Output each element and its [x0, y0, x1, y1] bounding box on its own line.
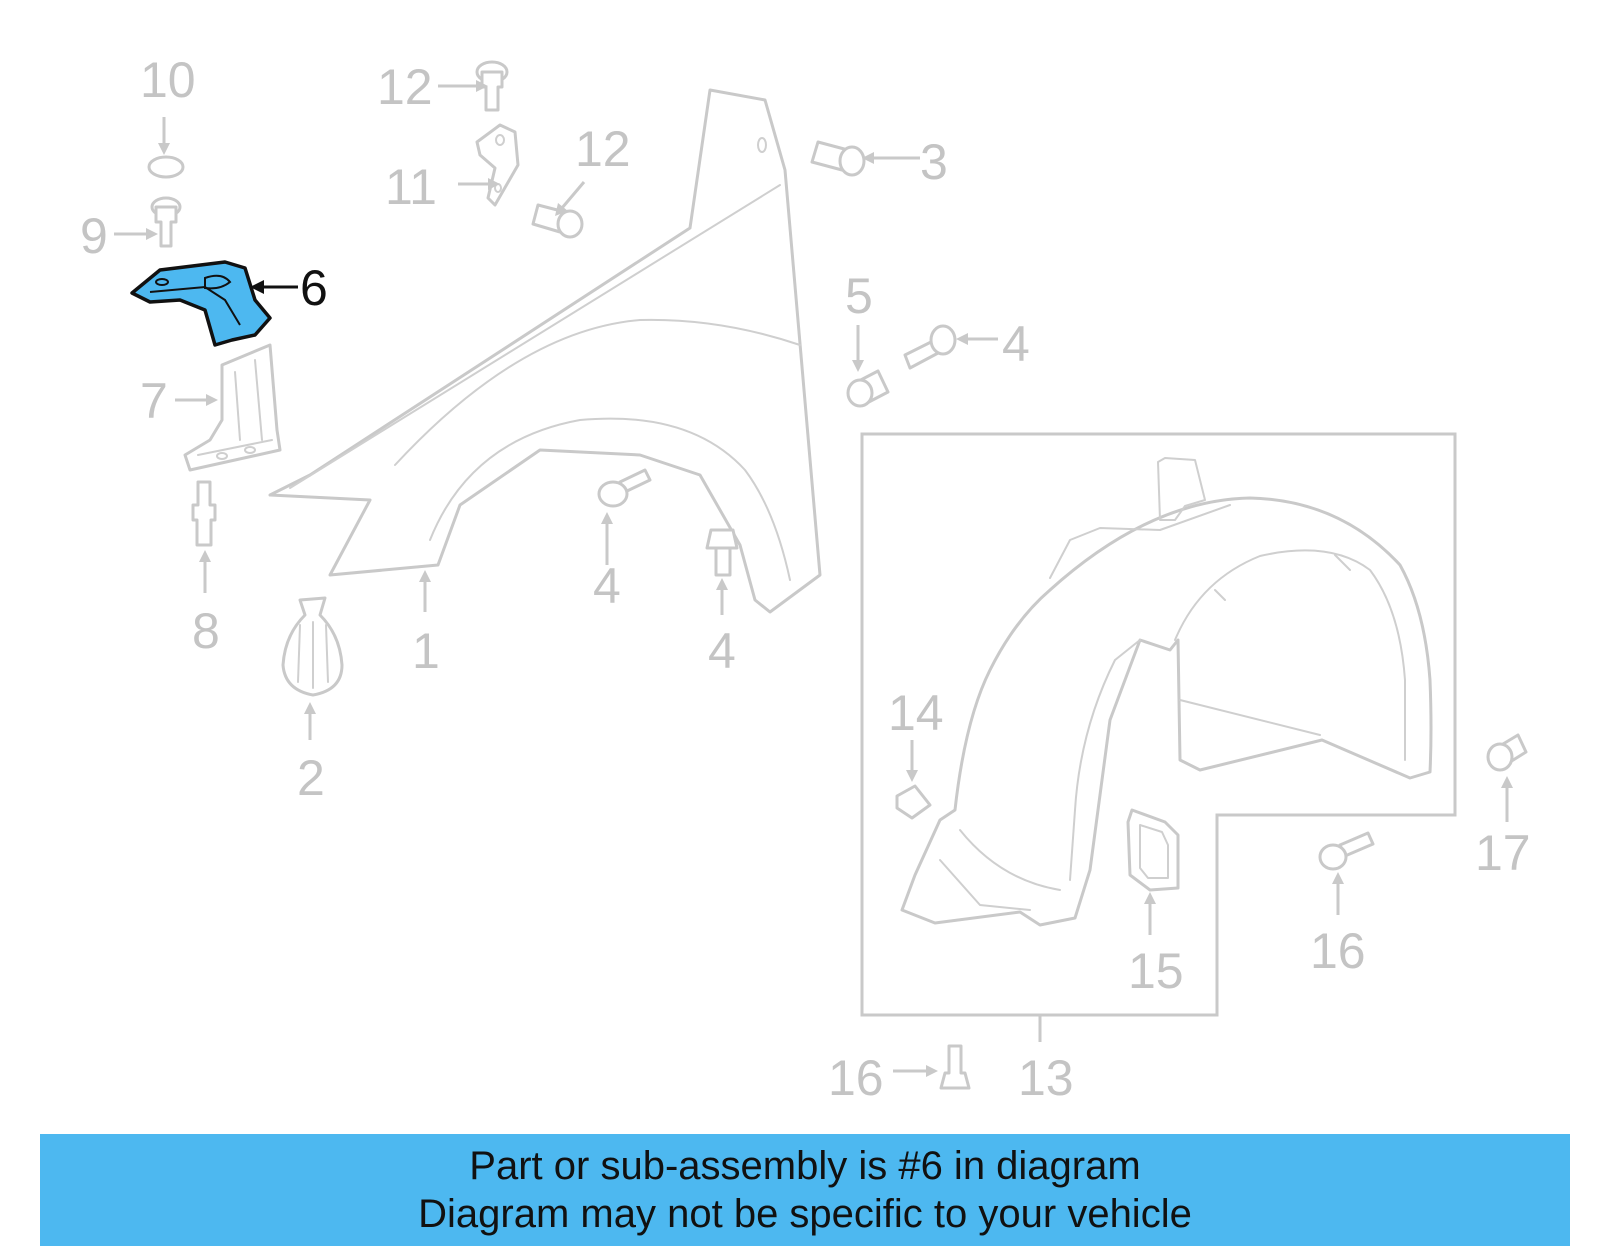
seal-part-15[interactable] [1126, 808, 1180, 892]
bolt-part-3[interactable] [810, 140, 866, 177]
bolt-part-4-middle[interactable] [597, 468, 652, 508]
callout-16-right: 16 [1310, 923, 1366, 979]
clip-nut-part-14[interactable] [895, 784, 932, 820]
bolt-part-4-upper[interactable] [903, 324, 957, 370]
callout-14: 14 [888, 685, 944, 741]
pin-part-8[interactable] [191, 480, 217, 547]
callout-6: 6 [300, 260, 328, 316]
callout-arrow-6 [250, 280, 298, 294]
banner-line-disclaimer: Diagram may not be specific to your vehi… [418, 1192, 1192, 1236]
callout-15: 15 [1128, 943, 1184, 999]
callout-5: 5 [845, 268, 873, 324]
callout-16-bottom: 16 [828, 1050, 884, 1106]
washer-part-10[interactable] [147, 155, 185, 179]
callout-2: 2 [297, 750, 325, 806]
callout-7: 7 [140, 373, 168, 429]
info-banner: Part or sub-assembly is #6 in diagram Di… [40, 1134, 1570, 1246]
callout-1: 1 [412, 623, 440, 679]
clip-part-11[interactable] [475, 123, 520, 207]
bolt-part-16-right[interactable] [1318, 831, 1375, 871]
callout-4-upper: 4 [1002, 316, 1030, 372]
inner-liner-part-13[interactable] [900, 457, 1433, 927]
bracket-part-6[interactable] [130, 260, 272, 347]
bolt-part-4-lower[interactable] [705, 528, 739, 577]
callout-12-middle: 12 [575, 121, 631, 177]
grommet-part-2[interactable] [281, 596, 344, 697]
callout-3: 3 [920, 134, 948, 190]
callout-11: 11 [385, 159, 437, 215]
bracket-part-7[interactable] [183, 343, 282, 472]
bolt-part-9[interactable] [150, 196, 182, 248]
callout-9: 9 [80, 208, 108, 264]
callout-17: 17 [1475, 825, 1531, 881]
callout-4-lower: 4 [708, 623, 736, 679]
bolt-part-16-bottom[interactable] [939, 1044, 971, 1090]
callout-13: 13 [1018, 1050, 1074, 1106]
bolt-part-12-middle[interactable] [531, 203, 584, 239]
callout-arrows [114, 80, 1513, 1077]
callout-10: 10 [140, 52, 196, 108]
spacer-part-5[interactable] [846, 369, 890, 408]
clip-part-17[interactable] [1486, 733, 1528, 772]
callout-12-top: 12 [377, 59, 433, 115]
banner-line-part-number: Part or sub-assembly is #6 in diagram [469, 1144, 1141, 1188]
assembly-frame-13 [860, 432, 1457, 1017]
callout-4-middle: 4 [593, 558, 621, 614]
fender-part-1[interactable] [268, 88, 822, 614]
callout-8: 8 [192, 603, 220, 659]
